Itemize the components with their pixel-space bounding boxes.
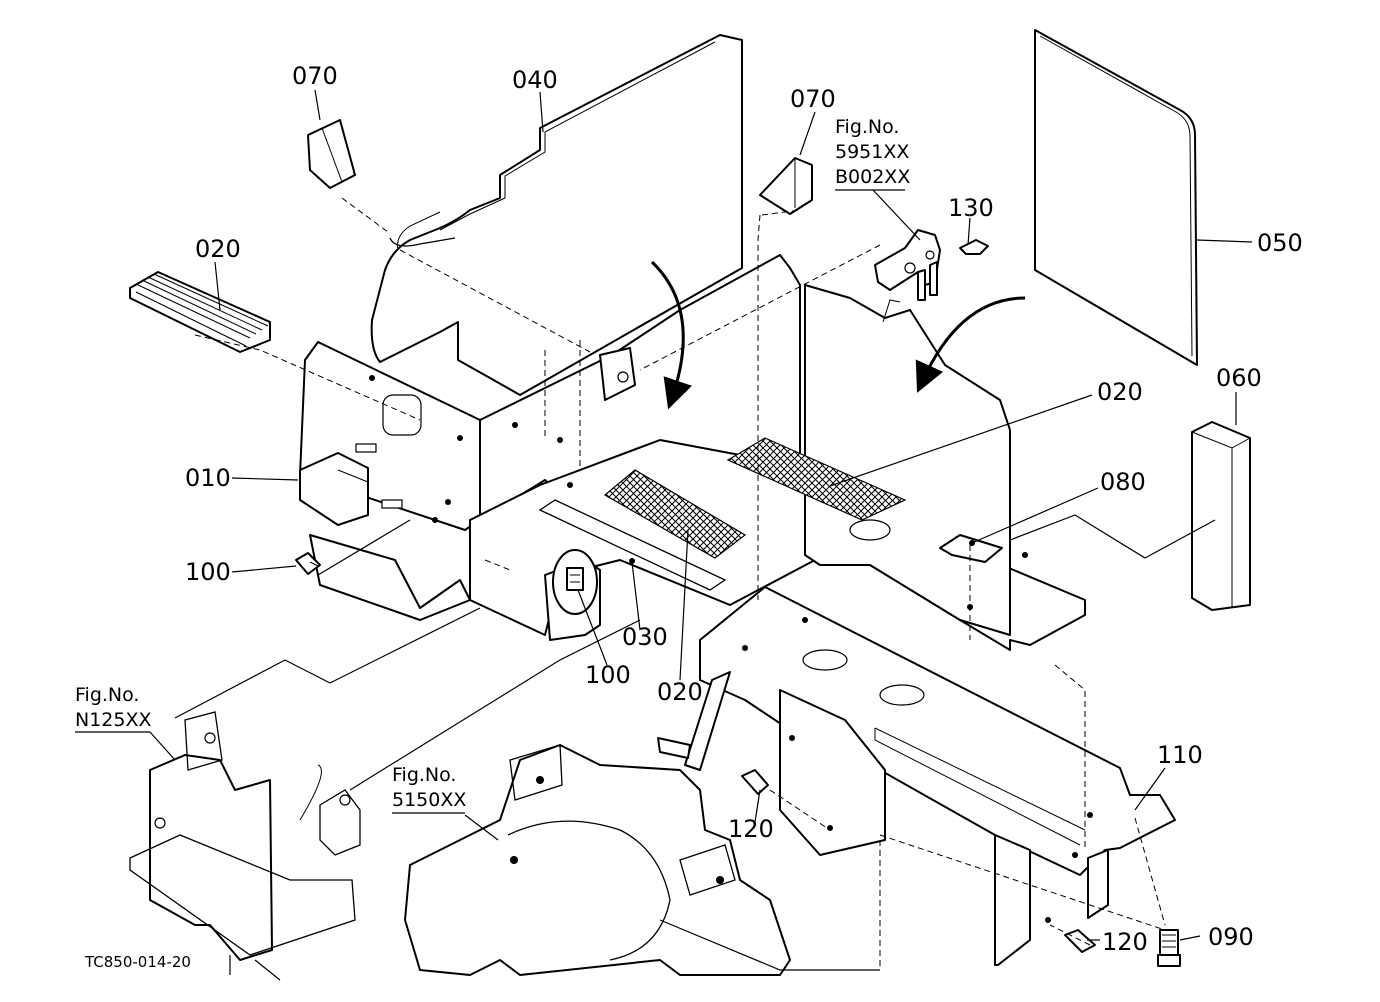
padding-block-070-right	[759, 157, 813, 215]
fig-ref-5951xx-line1: Fig.No.	[835, 116, 899, 138]
bolt-120-upper	[741, 769, 769, 795]
leader-lines	[75, 89, 1253, 941]
assembly-arrow-right	[915, 296, 1026, 393]
callout-060: 060	[1216, 364, 1262, 392]
bolt-100-left	[295, 552, 321, 575]
callout-090: 090	[1208, 923, 1254, 951]
callout-070-right: 070	[790, 85, 836, 113]
callout-100-left: 100	[185, 558, 231, 586]
rear-cover-040	[370, 34, 743, 396]
mat-020-floor-right	[726, 437, 907, 521]
fig-ref-5951xx-line3: B002XX	[835, 166, 910, 188]
bolt-130	[959, 239, 989, 255]
callout-010: 010	[185, 464, 231, 492]
callout-130: 130	[948, 194, 994, 222]
fig-ref-5951xx: Fig.No. 5951XX B002XX	[835, 116, 910, 188]
bolt-090	[1157, 929, 1181, 967]
assembly-arrow-left	[650, 260, 693, 410]
callout-080: 080	[1100, 468, 1146, 496]
callout-050: 050	[1257, 229, 1303, 257]
rubber-mat-020	[129, 271, 271, 353]
padding-block-060	[1191, 421, 1251, 611]
callout-020-mat: 020	[195, 235, 241, 263]
fig-ref-n125xx: Fig.No. N125XX	[75, 684, 152, 731]
fig-ref-5150xx-line1: Fig.No.	[392, 764, 456, 786]
bracket-assembly-n125xx	[129, 711, 361, 961]
callout-120-upper: 120	[728, 815, 774, 843]
plate-030	[538, 499, 727, 591]
callout-020-right: 020	[1097, 378, 1143, 406]
bolt-120-lower	[1064, 929, 1096, 953]
callout-labels: 070 040 070 130 050 020 010 100 100 030 …	[185, 62, 1303, 956]
callout-070-left: 070	[292, 62, 338, 90]
padding-block-070-left	[307, 119, 356, 189]
fig-ref-5951xx-line2: 5951XX	[835, 141, 909, 163]
alignment-lines	[174, 197, 1216, 981]
callout-030: 030	[622, 623, 668, 651]
drawing-code: TC850-014-20	[84, 953, 191, 971]
callout-040: 040	[512, 66, 558, 94]
callout-120-lower: 120	[1102, 928, 1148, 956]
side-panel-050	[1034, 29, 1198, 366]
callout-020-floor: 020	[657, 678, 703, 706]
mat-020-floor-left	[603, 469, 747, 559]
callout-100-center: 100	[585, 661, 631, 689]
sensor-assembly	[874, 229, 941, 301]
callout-110: 110	[1157, 741, 1203, 769]
bolt-100-center	[552, 549, 598, 615]
rubber-pad-080	[939, 534, 1003, 563]
transmission-casting-5150xx	[404, 744, 791, 976]
fig-ref-5150xx: Fig.No. 5150XX	[392, 764, 466, 811]
fig-ref-n125xx-line1: Fig.No.	[75, 684, 139, 706]
fig-ref-5150xx-line2: 5150XX	[392, 789, 466, 811]
fig-ref-n125xx-line2: N125XX	[75, 709, 152, 731]
